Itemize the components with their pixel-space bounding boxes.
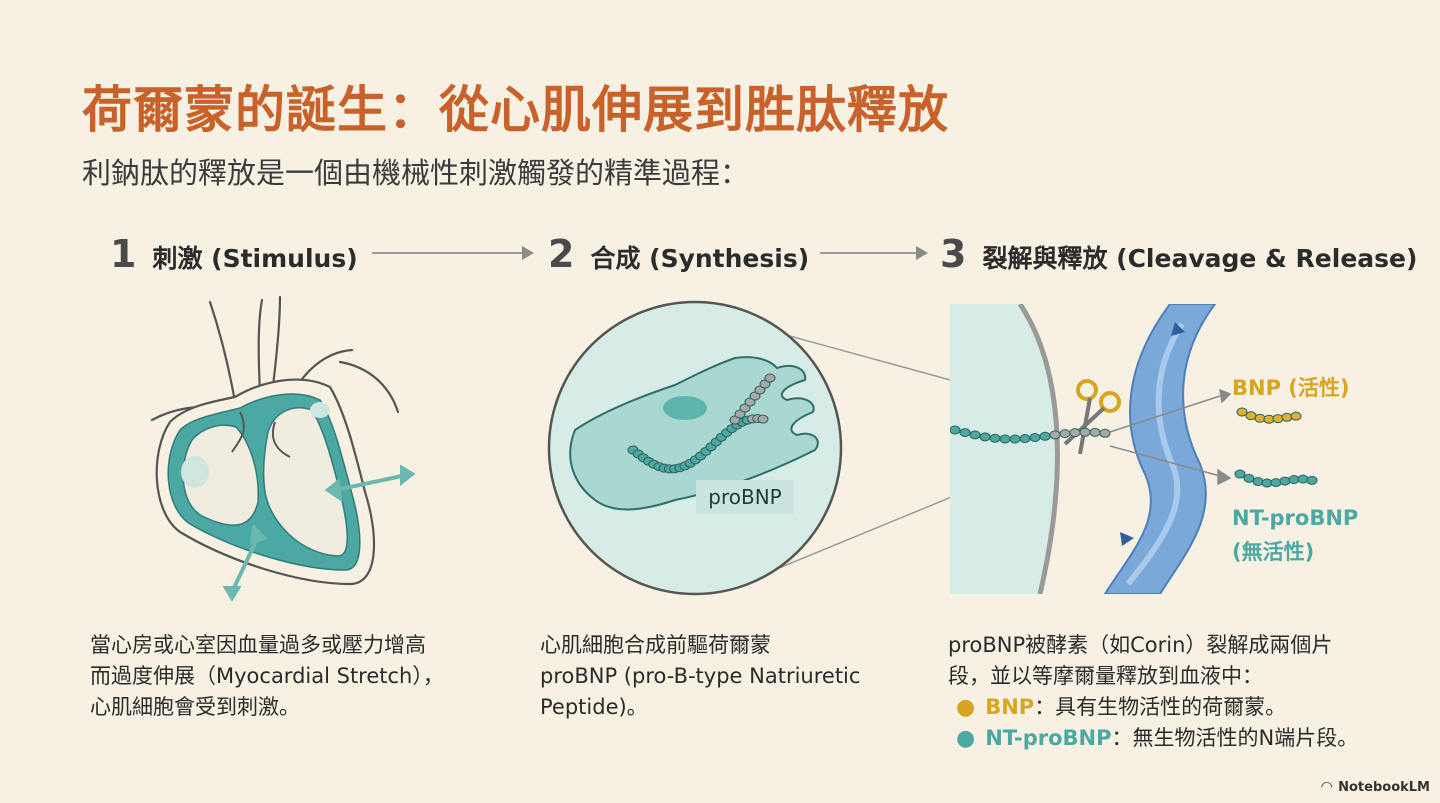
peptide-bead (1009, 434, 1021, 444)
step-2-line: 心肌細胞合成前驅荷爾蒙 (540, 633, 771, 657)
peptide-bead (950, 425, 961, 435)
step-3-line: 段，並以等摩爾量釋放到血液中： (948, 664, 1263, 688)
bnp-text: ：具有生物活性的荷爾蒙。 (1034, 695, 1287, 719)
peptide-bead (1243, 473, 1255, 483)
step-2-label: 合成 (Synthesis) (590, 244, 810, 273)
peptide-bead (999, 434, 1011, 444)
step-1-header: 1 刺激 (Stimulus) (110, 232, 358, 276)
peptide-bead (969, 430, 981, 440)
peptide-bead (764, 373, 776, 383)
page-subtitle: 利鈉肽的釋放是一個由機械性刺激觸發的精準過程： (82, 156, 750, 190)
cell-illustration (547, 300, 1006, 596)
bnp-peptide (1236, 407, 1302, 424)
step-3-description: proBNP被酵素（如Corin）裂解成兩個片 段，並以等摩爾量釋放到血液中： … (948, 630, 1388, 754)
step-2-number: 2 (548, 232, 575, 276)
step-2-line: Peptide)。 (540, 695, 648, 719)
peptide-bead (1252, 477, 1264, 487)
step-1-description: 當心房或心室因血量過多或壓力增高 而過度伸展（Myocardial Stretc… (90, 630, 510, 723)
brand-name: NotebookLM (1338, 779, 1430, 795)
peptide-bead (979, 432, 991, 442)
heart-illustration (150, 295, 416, 602)
step-2-description: 心肌細胞合成前驅荷爾蒙 proBNP (pro-B-type Natriuret… (540, 630, 920, 723)
step-1-line: 而過度伸展（Myocardial Stretch）， (90, 664, 444, 688)
brand-logo: ◠ NotebookLM (1321, 779, 1430, 795)
peptide-bead (1290, 411, 1302, 421)
peptide-bead (1263, 414, 1275, 424)
step-1-line: 心肌細胞會受到刺激。 (90, 695, 300, 719)
peptide-bead (1049, 430, 1061, 440)
peptide-bead (1089, 427, 1101, 437)
bnp-bullet: ● BNP ：具有生物活性的荷爾蒙。 (948, 692, 1388, 723)
peptide-bead (1234, 469, 1246, 479)
peptide-bead (1029, 433, 1041, 443)
cleavage-illustration (950, 304, 1318, 594)
step-arrow-2 (820, 246, 928, 260)
step-3-header: 3 裂解與釋放 (Cleavage & Release) (940, 232, 1417, 276)
probnp-cell-label: proBNP (696, 480, 794, 514)
peptide-bead (1288, 475, 1300, 485)
probnp-chain (627, 373, 776, 474)
scissors-icon (1063, 379, 1121, 455)
notebooklm-icon: ◠ (1321, 779, 1333, 795)
step-arrow-1 (372, 246, 534, 260)
peptide-bead (1069, 428, 1081, 438)
peptide-bead (1279, 476, 1291, 486)
ntprobnp-peptide (1234, 469, 1318, 488)
ntprobnp-inactive-label: (無活性) (1232, 540, 1315, 564)
peptide-bead (1019, 434, 1031, 444)
peptide-bead (1297, 474, 1309, 484)
peptide-bead (757, 414, 769, 424)
peptide-bead (1245, 411, 1257, 421)
ntprobnp-term: NT-proBNP (985, 726, 1112, 750)
peptide-bead (1079, 427, 1091, 437)
ntprobnp-label: NT-proBNP (1232, 506, 1359, 530)
peptide-bead (1099, 428, 1111, 438)
peptide-bead (1236, 407, 1248, 417)
step-3-line: proBNP被酵素（如Corin）裂解成兩個片 (948, 633, 1333, 657)
page-title: 荷爾蒙的誕生：從心肌伸展到胜肽釋放 (82, 81, 949, 139)
bnp-term: BNP (985, 695, 1035, 719)
peptide-bead (959, 428, 971, 438)
peptide-bead (1261, 478, 1273, 488)
cleaved-peptide-chain (950, 425, 1111, 444)
step-3-label: 裂解與釋放 (Cleavage & Release) (982, 244, 1418, 273)
peptide-bead (1272, 414, 1284, 424)
peptide-bead (1281, 412, 1293, 422)
step-1-line: 當心房或心室因血量過多或壓力增高 (90, 633, 426, 657)
peptide-bead (1254, 413, 1266, 423)
peptide-bead (1039, 431, 1051, 441)
step-1-number: 1 (110, 232, 137, 276)
step-2-header: 2 合成 (Synthesis) (548, 232, 809, 276)
step-2-line: proBNP (pro-B-type Natriuretic (540, 664, 861, 688)
peptide-bead (1306, 475, 1318, 485)
peptide-bead (1270, 478, 1282, 488)
ntprobnp-text: ：無生物活性的N端片段。 (1111, 726, 1359, 750)
peptide-bead (1059, 429, 1071, 439)
peptide-bead (989, 433, 1001, 443)
step-1-label: 刺激 (Stimulus) (152, 244, 358, 273)
bnp-active-label: BNP (活性) (1232, 376, 1350, 400)
ntprobnp-bullet: ● NT-proBNP ：無生物活性的N端片段。 (948, 723, 1388, 754)
step-3-number: 3 (940, 232, 967, 276)
